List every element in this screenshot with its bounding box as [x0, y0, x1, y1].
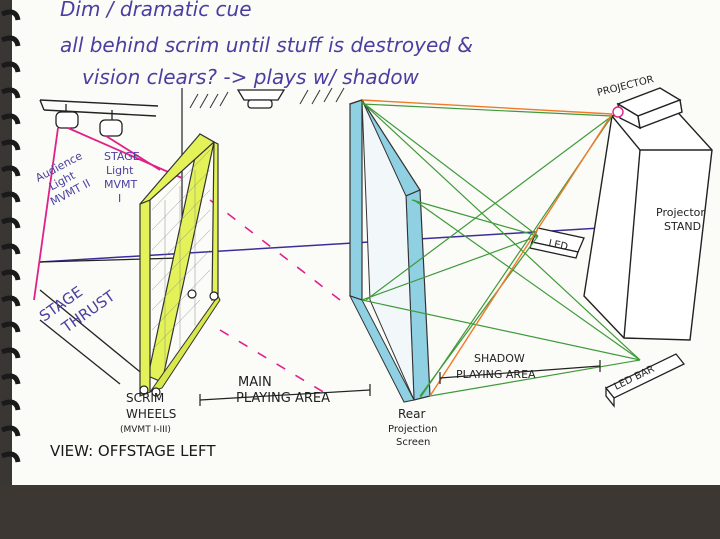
ceiling-light-icon: [236, 89, 286, 109]
rear-screen-label-3: Screen: [396, 437, 430, 448]
note-line-2: all behind scrim until stuff is destroye…: [60, 33, 473, 57]
svg-text:STAGE: STAGE: [104, 150, 140, 163]
led-label: LED: [547, 238, 569, 253]
led-bar: [604, 353, 686, 408]
led-unit: [529, 227, 585, 259]
svg-text:MVMT: MVMT: [104, 178, 138, 191]
spiral-binding: [1, 9, 21, 463]
rear-screen-label-1: Rear: [398, 407, 426, 421]
scrim-label: SCRIM: [126, 391, 164, 405]
wheels-icon: [139, 289, 219, 397]
shadow-playing-area-label-1: SHADOW: [474, 352, 525, 365]
note-line-1: Dim / dramatic cue: [60, 0, 252, 21]
horizon-line: [39, 227, 601, 263]
main-playing-area-marker: [199, 384, 371, 406]
scrim-mesh: [151, 149, 211, 372]
stage-light-label: STAGE Light MVMT I: [104, 150, 140, 205]
shadow-playing-area-marker: [439, 360, 601, 384]
projector-stand-label-2: STAND: [664, 220, 701, 233]
note-line-3: vision clears? -> plays w/ shadow: [82, 65, 420, 89]
rear-screen-label-2: Projection: [388, 424, 437, 435]
sightline-dashes: [209, 199, 341, 397]
light-beams-magenta: [33, 127, 183, 301]
lighting-pipe: [39, 99, 159, 117]
projector-icon: [612, 87, 683, 130]
back-wall-hatching: [189, 87, 345, 109]
paper-shadow: [0, 485, 720, 539]
rear-projection-screen: [349, 99, 431, 403]
svg-text:Light: Light: [106, 164, 134, 177]
stage-light-icon: [99, 110, 123, 137]
orange-beams: [361, 99, 613, 397]
shadow-playing-area-label-2: PLAYING AREA: [456, 368, 536, 381]
view-label: VIEW: OFFSTAGE LEFT: [50, 442, 216, 460]
projector-stand-label-1: Projector: [656, 206, 705, 219]
main-playing-area-label-2: PLAYING AREA: [236, 391, 330, 406]
main-playing-area-label-1: MAIN: [238, 375, 272, 390]
svg-text:I: I: [118, 192, 121, 205]
audience-light-icon: [55, 104, 79, 129]
projector-stand: [583, 105, 713, 341]
wheels-label: WHEELS: [126, 407, 176, 421]
stage-thrust-outline: [39, 257, 181, 385]
wheels-sub-label: (MVMT I-III): [120, 425, 171, 435]
